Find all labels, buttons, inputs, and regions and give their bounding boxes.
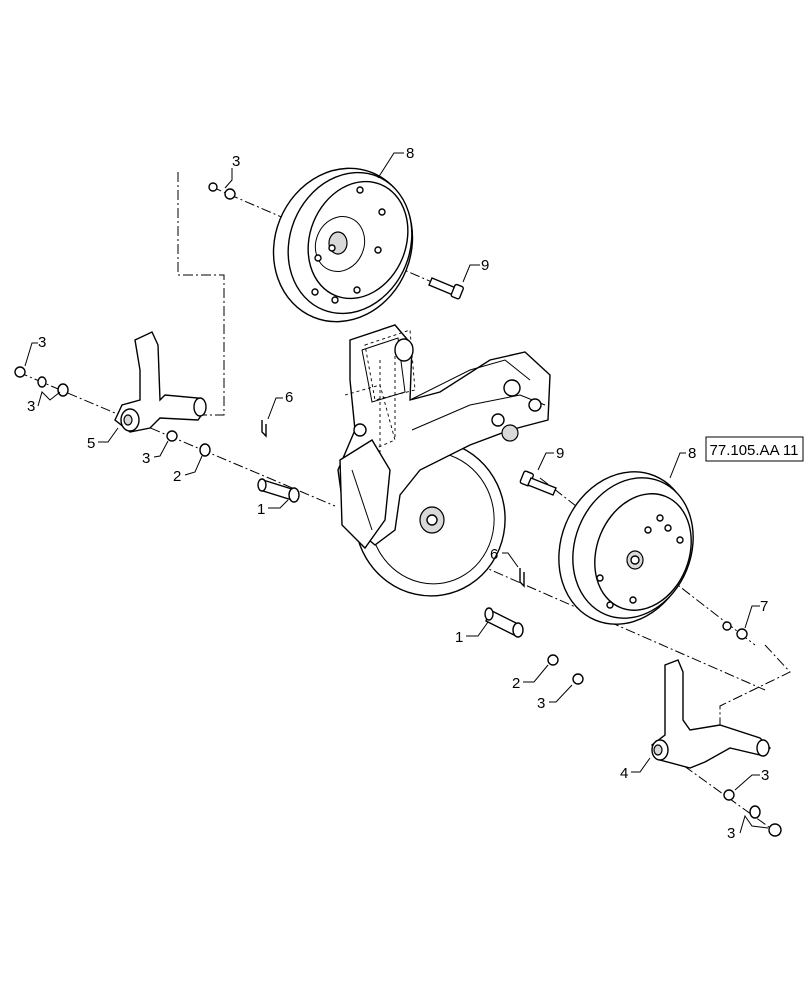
lower-wheel-bolt xyxy=(519,470,557,496)
callout-3-top: 3 xyxy=(232,153,240,170)
callout-3-bottom: 3 xyxy=(727,825,735,842)
upper-washers xyxy=(208,182,236,200)
callout-3-right-mid: 3 xyxy=(537,695,545,712)
callout-1-left: 1 xyxy=(257,501,265,518)
callout-1-right: 1 xyxy=(455,629,463,646)
callout-2-right: 2 xyxy=(512,675,520,692)
callout-5: 5 xyxy=(87,435,95,452)
callout-3-right-low: 3 xyxy=(761,767,769,784)
callout-3-left-mid: 3 xyxy=(27,398,35,415)
callout-6-right: 6 xyxy=(490,546,498,563)
callout-3-left-low: 3 xyxy=(142,450,150,467)
callout-6-left: 6 xyxy=(285,389,293,406)
right-pivot-pin xyxy=(484,607,524,638)
callout-4: 4 xyxy=(620,765,628,782)
left-washers xyxy=(14,366,211,457)
upper-wheel-bolt xyxy=(428,277,464,300)
reference-code: 77.105.AA 11 xyxy=(710,442,799,459)
callout-8-upper: 8 xyxy=(406,145,414,162)
row-unit-frame xyxy=(337,324,551,597)
callout-labels: 1 1 2 2 3 3 3 3 3 3 3 4 5 6 6 7 8 8 9 9 xyxy=(27,145,769,842)
lower-gauge-wheel xyxy=(558,471,694,625)
left-pivot-pin xyxy=(257,478,300,503)
right-washers xyxy=(547,621,782,837)
callout-3-left-top: 3 xyxy=(38,334,46,351)
left-spring-pin xyxy=(261,420,267,438)
reference-code-box: 77.105.AA 11 xyxy=(705,436,804,462)
callout-2-left: 2 xyxy=(173,468,181,485)
callout-9-lower: 9 xyxy=(556,445,564,462)
left-gauge-wheel-arm xyxy=(114,331,207,433)
right-gauge-wheel-arm xyxy=(651,659,772,769)
callout-7: 7 xyxy=(760,598,768,615)
upper-gauge-wheel xyxy=(272,167,414,323)
callout-9-upper: 9 xyxy=(481,257,489,274)
callout-8-lower: 8 xyxy=(688,445,696,462)
right-spring-pin xyxy=(519,568,525,588)
leader-lines xyxy=(24,152,769,834)
